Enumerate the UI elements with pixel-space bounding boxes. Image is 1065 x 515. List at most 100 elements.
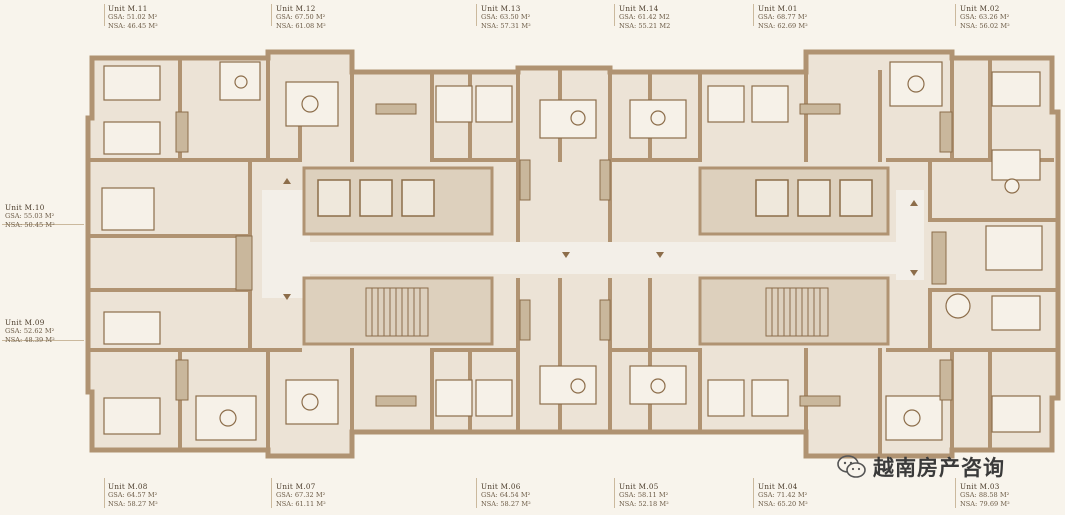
wall-west-units [90, 56, 252, 452]
sofa [101, 187, 155, 231]
unit-name: Unit M.05 [619, 482, 659, 491]
kitchen [235, 235, 253, 291]
watermark: 越南房产咨询 [837, 452, 1005, 482]
unit-gsa: GSA: 61.42 M2 [619, 13, 670, 21]
unit-label-m01: Unit M.01 GSA: 68.77 M² NSA: 62.69 M² [758, 4, 808, 31]
unit-gsa: GSA: 63.26 M² [960, 13, 1010, 21]
lift-car [401, 179, 435, 217]
unit-nsa: NSA: 56.02 M² [960, 22, 1010, 30]
unit-gsa: GSA: 52.62 M² [5, 327, 55, 335]
unit-label-m09: Unit M.09 GSA: 52.62 M² NSA: 48.39 M² [5, 318, 55, 345]
unit-label-m11: Unit M.11 GSA: 51.02 M² NSA: 46.45 M² [108, 4, 158, 31]
unit-nsa: NSA: 79.69 M² [960, 500, 1010, 508]
corridor-arrow-west [283, 178, 291, 184]
kitchen [939, 359, 953, 401]
table [650, 378, 666, 394]
unit-gsa: GSA: 88.58 M² [960, 491, 1010, 499]
unit-nsa: NSA: 61.11 M² [276, 500, 326, 508]
table [1004, 178, 1020, 194]
dining-table [945, 293, 971, 319]
bed [435, 379, 473, 417]
bed [991, 149, 1041, 181]
bed [475, 85, 513, 123]
corridor-arrow-center-1 [562, 252, 570, 258]
corridor-arrow-center-2 [656, 252, 664, 258]
unit-name: Unit M.13 [481, 4, 521, 13]
unit-gsa: GSA: 63.50 M² [481, 13, 531, 21]
stair-west [365, 287, 429, 337]
corridor-arrow-east-2 [910, 270, 918, 276]
bed [707, 379, 745, 417]
kitchen [799, 103, 841, 115]
label-rule [2, 340, 84, 341]
unit-nsa: NSA: 58.27 M² [481, 500, 531, 508]
bed [539, 365, 597, 405]
unit-label-m14: Unit M.14 GSA: 61.42 M2 NSA: 55.21 M2 [619, 4, 670, 31]
table [219, 409, 237, 427]
bed [103, 121, 161, 155]
unit-gsa: GSA: 71.42 M² [758, 491, 808, 499]
unit-gsa: GSA: 67.32 M² [276, 491, 326, 499]
table [907, 75, 925, 93]
label-rule [2, 224, 84, 225]
unit-label-m03: Unit M.03 GSA: 88.58 M² NSA: 79.69 M² [960, 482, 1010, 509]
unit-label-m13: Unit M.13 GSA: 63.50 M² NSA: 57.31 M² [481, 4, 531, 31]
bed [103, 311, 161, 345]
unit-name: Unit M.14 [619, 4, 659, 13]
kitchen [799, 395, 841, 407]
table [301, 393, 319, 411]
unit-nsa: NSA: 57.31 M² [481, 22, 531, 30]
unit-nsa: NSA: 46.45 M² [108, 22, 158, 30]
kitchen [519, 299, 531, 341]
watermark-text: 越南房产咨询 [873, 456, 1005, 480]
unit-nsa: NSA: 52.18 M² [619, 500, 669, 508]
kitchen [599, 159, 611, 201]
wall-north-row [90, 56, 1054, 242]
unit-name: Unit M.04 [758, 482, 798, 491]
label-tick [614, 4, 615, 26]
bed [751, 379, 789, 417]
corridor-arrow-east [910, 200, 918, 206]
unit-gsa: GSA: 51.02 M² [108, 13, 158, 21]
unit-nsa: NSA: 58.27 M² [108, 500, 158, 508]
table [234, 75, 248, 89]
stair-east [765, 287, 829, 337]
bed [991, 71, 1041, 107]
label-tick [104, 4, 105, 26]
partition-walls [90, 56, 1060, 458]
corridor-east [896, 190, 924, 280]
unit-name: Unit M.09 [5, 318, 45, 327]
lift-car [359, 179, 393, 217]
unit-nsa: NSA: 50.45 M² [5, 221, 55, 229]
label-tick [476, 4, 477, 26]
label-tick [955, 4, 956, 26]
kitchen [375, 103, 417, 115]
unit-label-m02: Unit M.02 GSA: 63.26 M² NSA: 56.02 M² [960, 4, 1010, 31]
central-corridor [262, 178, 924, 300]
table [570, 378, 586, 394]
unit-name: Unit M.02 [960, 4, 1000, 13]
kitchen [519, 159, 531, 201]
table [650, 110, 666, 126]
unit-name: Unit M.11 [108, 4, 148, 13]
unit-name: Unit M.03 [960, 482, 1000, 491]
unit-gsa: GSA: 64.54 M² [481, 491, 531, 499]
unit-gsa: GSA: 55.03 M² [5, 212, 55, 220]
stair-treads-west [371, 288, 421, 336]
label-tick [271, 478, 272, 508]
unit-nsa: NSA: 55.21 M2 [619, 22, 671, 30]
unit-label-m05: Unit M.05 GSA: 58.11 M² NSA: 52.18 M² [619, 482, 669, 509]
bed [991, 395, 1041, 433]
bed [435, 85, 473, 123]
lift-car [317, 179, 351, 217]
service-blocks [175, 103, 953, 407]
unit-label-m12: Unit M.12 GSA: 67.50 M² NSA: 61.08 M² [276, 4, 326, 31]
unit-label-m10: Unit M.10 GSA: 55.03 M² NSA: 50.45 M² [5, 203, 55, 230]
label-tick [614, 478, 615, 508]
unit-nsa: NSA: 61.08 M² [276, 22, 326, 30]
label-tick [271, 4, 272, 26]
unit-name: Unit M.12 [276, 4, 316, 13]
kitchen [175, 111, 189, 153]
